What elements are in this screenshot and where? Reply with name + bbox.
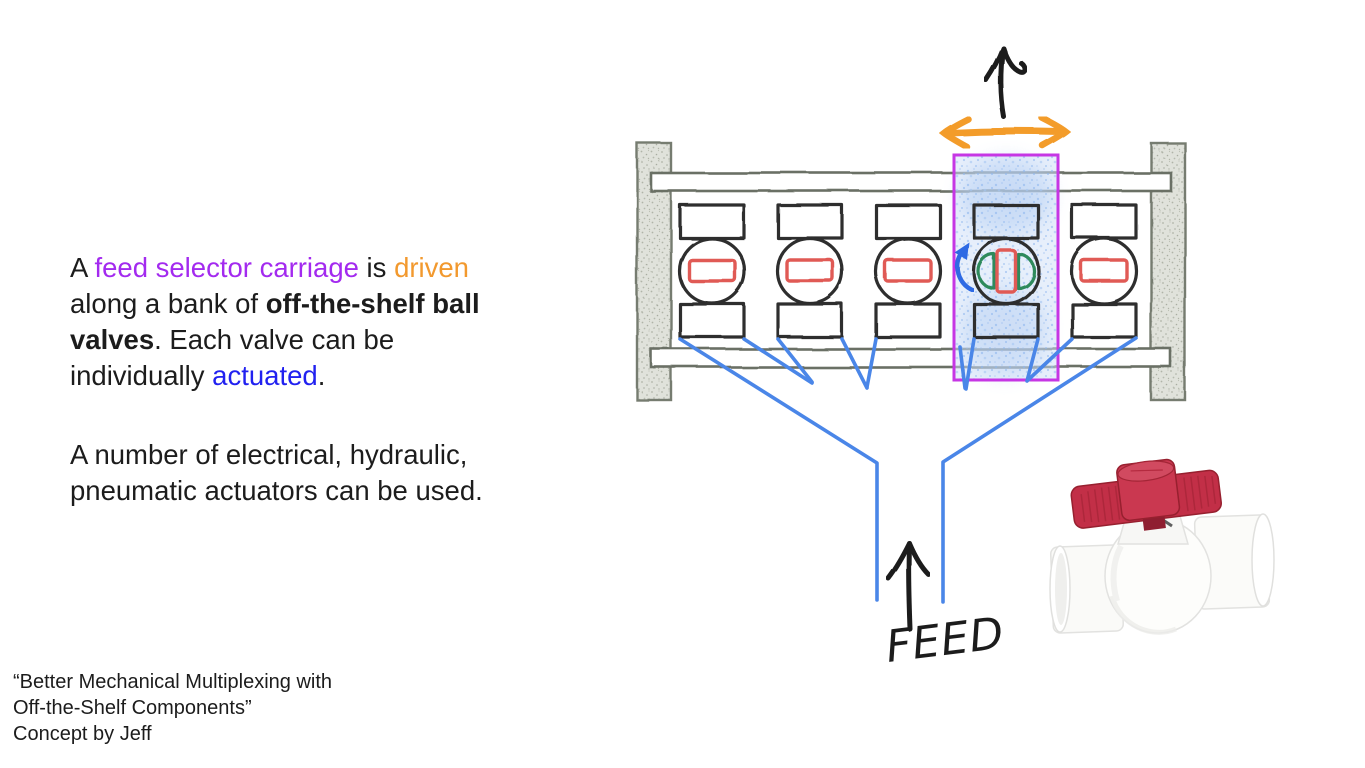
horizontal-motion-arrow-icon [938, 114, 1072, 151]
feed-branch [776, 337, 814, 384]
feed-label: FEED [883, 608, 1007, 673]
attribution-caption: “Better Mechanical Multiplexing with Off… [13, 669, 433, 747]
feed-branch [840, 337, 869, 390]
description-paragraph: A feed selector carriage is driven along… [70, 250, 610, 394]
text-segment: individually [70, 360, 213, 391]
rotation-arrow-icon [954, 242, 976, 293]
text-line: valves. Each valve can be [70, 322, 610, 358]
ball-valve-photo [1049, 458, 1275, 635]
segment-actuated: actuated [212, 360, 318, 391]
ball-seat-left [976, 252, 996, 290]
segment-valves: valves [70, 324, 155, 355]
feed-branch [958, 345, 967, 390]
valve-port-indicator [785, 258, 835, 283]
carriage-highlight [954, 155, 1058, 380]
feed-funnel-right [941, 336, 1138, 604]
text-line: A feed selector carriage is driven [70, 250, 610, 286]
feed-branch [964, 337, 976, 391]
feed-funnel-left [678, 337, 879, 602]
valve-port-indicator [687, 258, 737, 283]
valve-5 [1069, 203, 1139, 339]
text-line: A number of electrical, hydraulic, [70, 439, 468, 470]
valve-body [1104, 518, 1212, 635]
ball-seat-right [1016, 252, 1036, 290]
text-segment: A [70, 252, 95, 283]
valve-1 [677, 203, 747, 339]
secondary-paragraph: A number of electrical, hydraulic, pneum… [70, 437, 610, 509]
valve-port-indicator [883, 258, 933, 283]
feed-lines [678, 336, 1138, 604]
valve-3 [873, 203, 943, 339]
caption-title-line: “Better Mechanical Multiplexing with [13, 671, 333, 693]
valve-bank [677, 203, 1139, 339]
text-line: along a bank of off-the-shelf ball [70, 286, 610, 322]
valve-2 [775, 203, 845, 339]
feed-arrow-icon [885, 540, 931, 632]
text-segment: is [358, 252, 395, 283]
segment-feed-selector-carriage: feed selector carriage [94, 252, 359, 283]
valve-4-selected [971, 203, 1041, 339]
segment-driven: driven [394, 252, 469, 283]
caption-title-line: Off-the-Shelf Components” [13, 697, 252, 719]
selector-carriage [952, 153, 1060, 382]
valve-port-indicator-rotated [995, 248, 1017, 294]
vertical-motion-arrow-icon [983, 45, 1028, 120]
text-segment: . Each valve can be [154, 324, 395, 355]
caption-author-line: Concept by Jeff [13, 723, 152, 745]
feed-branch [742, 337, 814, 385]
feed-branch [1026, 337, 1074, 382]
text-line: pneumatic actuators can be used. [70, 475, 483, 506]
valve-handle [1070, 458, 1222, 531]
text-segment: along a bank of [70, 288, 266, 319]
valve-port-indicator [1079, 258, 1129, 283]
top-rail [649, 171, 1173, 193]
text-segment: . [317, 360, 326, 391]
feed-branch [865, 337, 878, 389]
text-line: individually actuated. [70, 358, 610, 394]
feed-branch [1025, 337, 1040, 383]
segment-off-the-shelf-ball: off-the-shelf ball [265, 288, 480, 319]
